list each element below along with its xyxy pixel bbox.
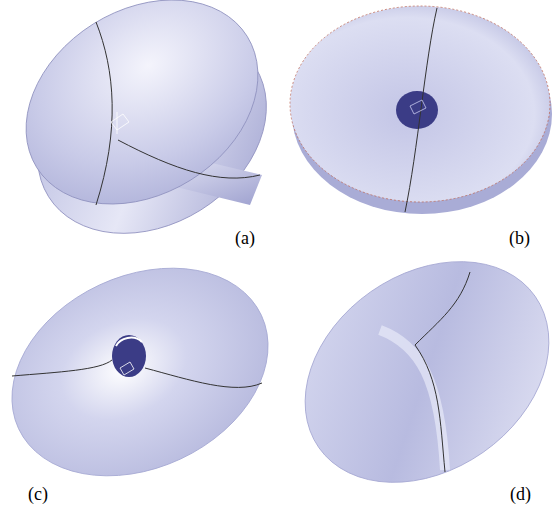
figure-label: (a) [235, 228, 255, 249]
shape-b [290, 6, 552, 214]
figure-label: (d) [510, 484, 531, 505]
figure-label: (c) [28, 484, 48, 505]
figure-label: (b) [509, 228, 530, 249]
shape-d [263, 216, 559, 518]
shape-a [0, 0, 304, 275]
shape-c [0, 228, 302, 515]
